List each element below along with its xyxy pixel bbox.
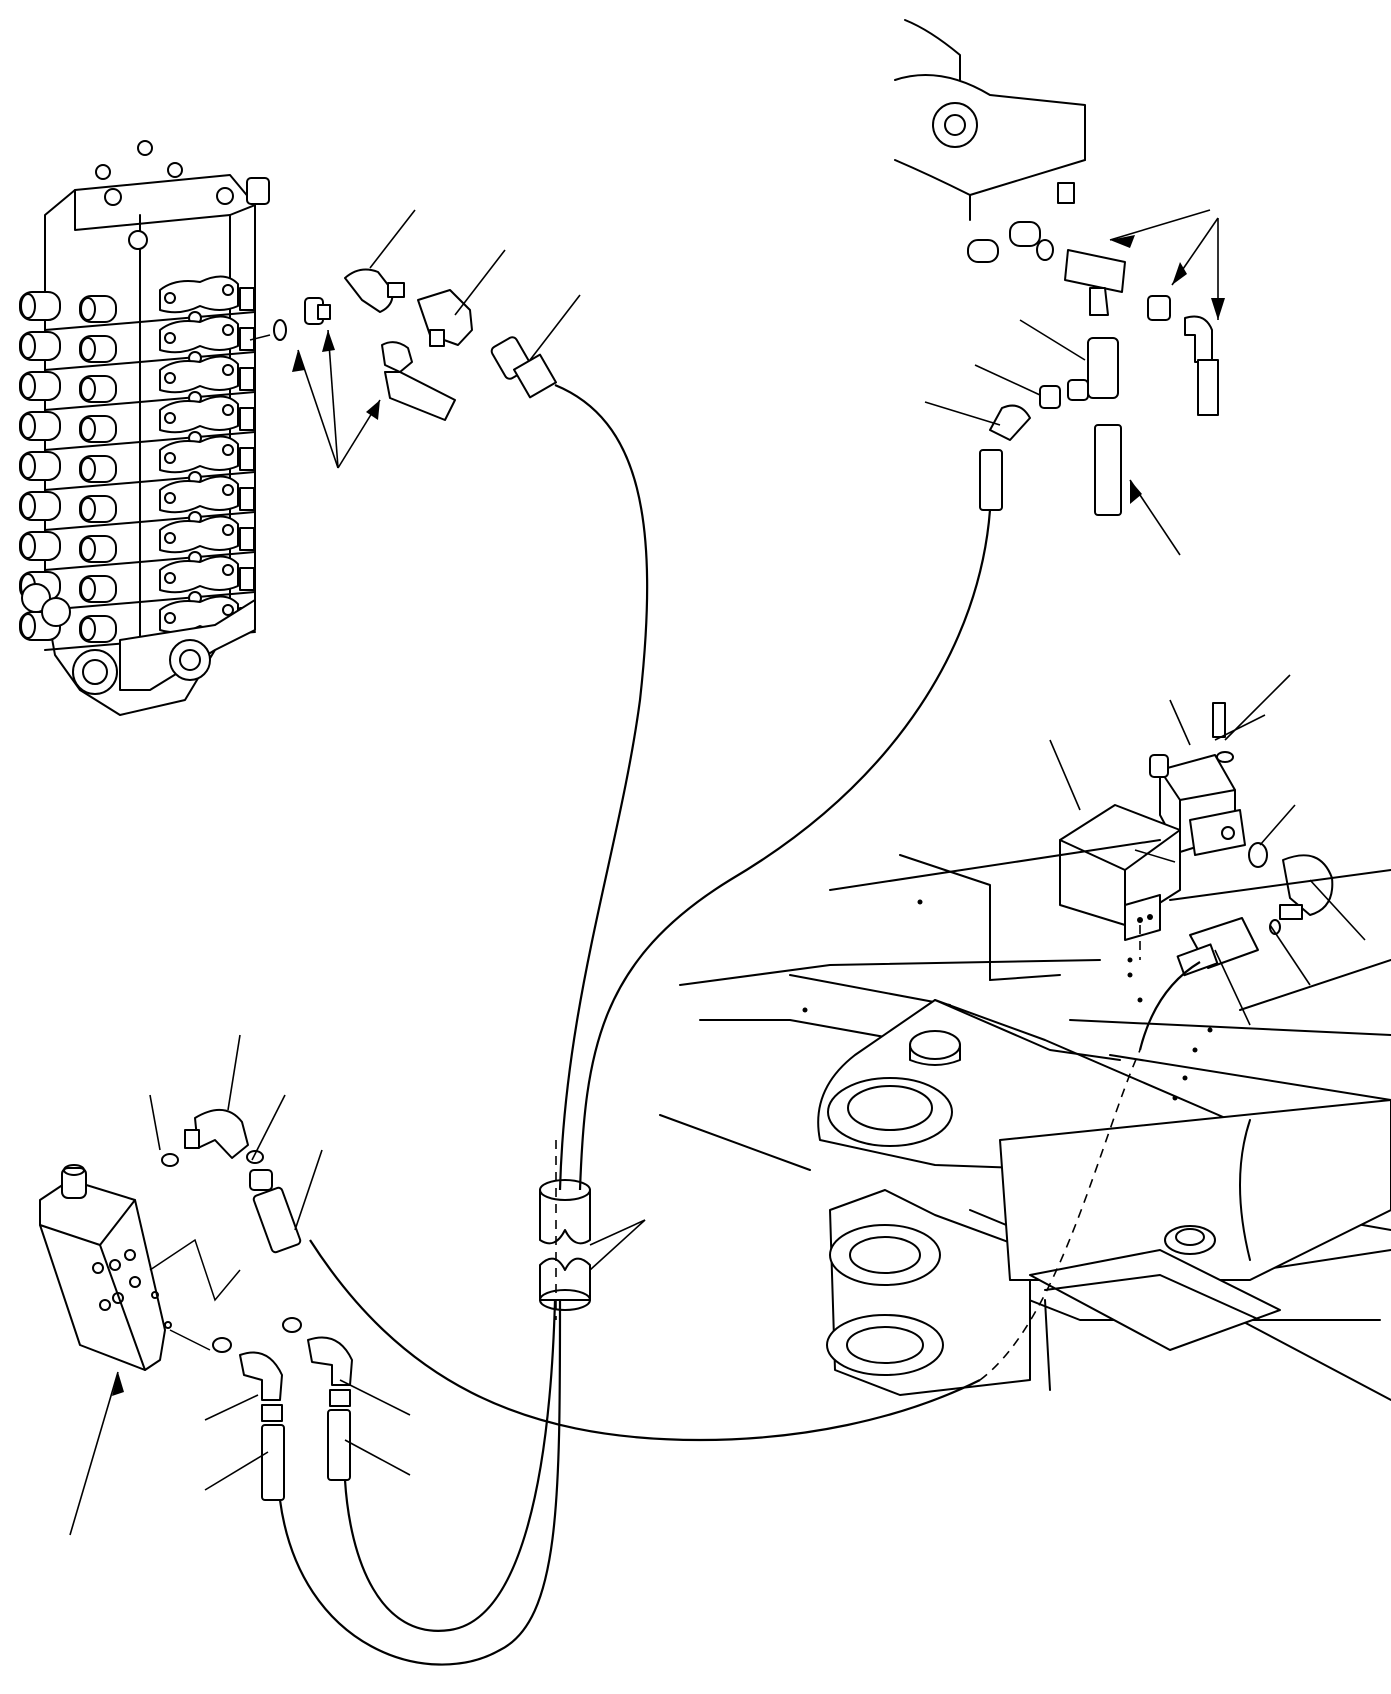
tee-fitting-assembly-upper (273, 268, 557, 421)
hose-clamps (539, 1140, 591, 1320)
valve-section (19, 395, 256, 451)
solenoid-valve (1149, 702, 1334, 977)
valve-top-bolts (95, 140, 270, 250)
valve-section (19, 355, 256, 411)
bracket-cover (1059, 804, 1181, 960)
valve-block-lower-left (39, 1109, 353, 1501)
boom-frame (659, 839, 1391, 1401)
tee-fitting-assembly-right (894, 19, 1219, 516)
hoses (278, 383, 1201, 1666)
valve-sections (19, 275, 256, 651)
valve-section (19, 515, 256, 571)
assembly-dash-lines (149, 334, 1176, 1351)
valve-section (19, 315, 256, 371)
valve-section (19, 435, 256, 491)
frame-holes (802, 899, 1213, 1101)
control-valve (19, 140, 270, 716)
arrowheads (112, 235, 1225, 1396)
